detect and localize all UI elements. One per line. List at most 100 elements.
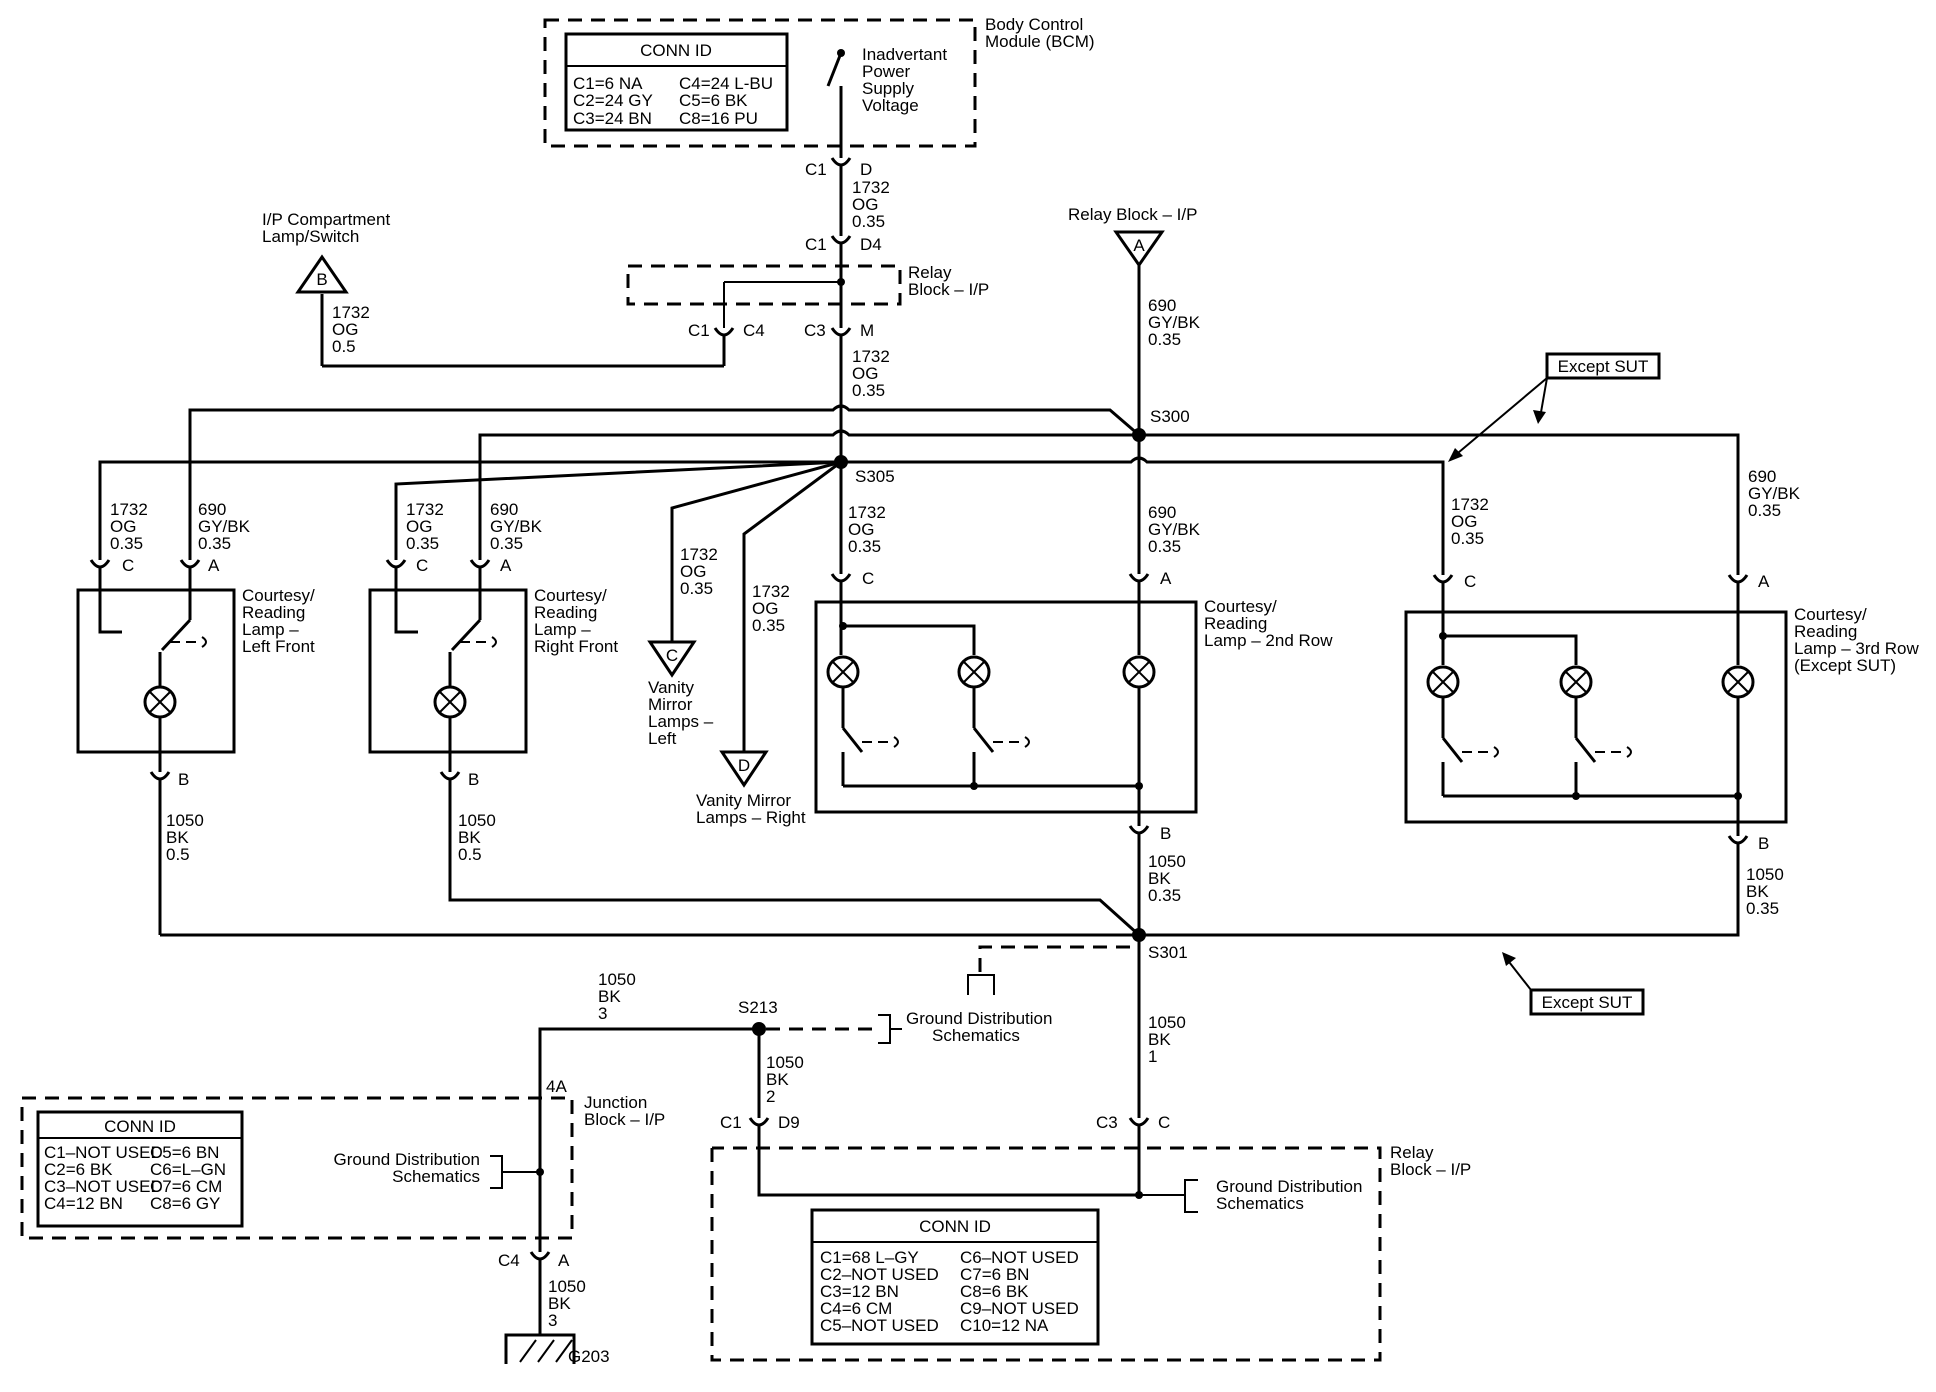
gd1-line2: Schematics <box>932 1026 1020 1045</box>
ip-comp-line2: Lamp/Switch <box>262 227 359 246</box>
rf-a-color: GY/BK <box>490 517 543 536</box>
jb-c4: C4=12 BN <box>44 1194 123 1213</box>
r3-b-size: 0.35 <box>1746 899 1779 918</box>
rf-c-color: OG <box>406 517 432 536</box>
lf-pin-a: A <box>208 556 220 575</box>
bcm-conn-c4: C4=24 L-BU <box>679 74 773 93</box>
rf-name3: Lamp – <box>534 620 591 639</box>
rb-c2: C2–NOT USED <box>820 1265 939 1284</box>
vr-line1: Vanity Mirror <box>696 791 791 810</box>
jb-a-label: A <box>558 1251 570 1270</box>
jb-c1: C1–NOT USED <box>44 1143 163 1162</box>
vr-circuit: 1732 <box>752 582 790 601</box>
supply-label-1: Inadvertant <box>862 45 947 64</box>
rb-c3-label: C3 <box>1096 1113 1118 1132</box>
s213-left-size: 3 <box>598 1004 607 1023</box>
r3-name2: Reading <box>1794 622 1857 641</box>
rb-c8: C8=6 BK <box>960 1282 1029 1301</box>
vl-line3: Lamps – <box>648 712 714 731</box>
rf-b-size: 0.5 <box>458 845 482 864</box>
relay-top-line2: Block – I/P <box>908 280 989 299</box>
rf-c-size: 0.35 <box>406 534 439 553</box>
relay-block-top: Relay Block – I/P C1 C4 <box>320 263 989 368</box>
bcm-module: CONN ID C1=6 NA C4=24 L-BU C2=24 GY C5=6… <box>543 15 1095 158</box>
bcm-conn-c1-label: C1 <box>805 160 827 179</box>
lamp-2nd-row: 1732 OG 0.35 690 GY/BK 0.35 C A B <box>814 503 1333 1118</box>
s300-label: S300 <box>1150 407 1190 426</box>
feed2-size: 0.35 <box>852 381 885 400</box>
feed-circuit: 1732 <box>852 178 890 197</box>
relay-top-c1b-label: C1 <box>688 321 710 340</box>
jb-pin-4a: 4A <box>546 1077 567 1096</box>
relay-feed-circuit: 690 <box>1148 296 1176 315</box>
vl-line2: Mirror <box>648 695 693 714</box>
r3-c-circuit: 1732 <box>1451 495 1489 514</box>
lamp-left-front: 1732 OG 0.35 690 GY/BK 0.35 C A B Courte… <box>76 500 315 935</box>
r3-a-color: GY/BK <box>1748 484 1801 503</box>
r3-name3: Lamp – 3rd Row <box>1794 639 1919 658</box>
r2-a-color: GY/BK <box>1148 520 1201 539</box>
lf-b-color: BK <box>166 828 189 847</box>
rb-conn-title: CONN ID <box>919 1217 991 1236</box>
vl-circuit: 1732 <box>680 545 718 564</box>
s301-down-size: 1 <box>1148 1047 1157 1066</box>
offpage-b-letter: B <box>316 270 327 289</box>
bcm-conn-title: CONN ID <box>640 41 712 60</box>
vr-line2: Lamps – Right <box>696 808 806 827</box>
gd2-line2: Schematics <box>1216 1194 1304 1213</box>
rf-b-color: BK <box>458 828 481 847</box>
rf-name4: Right Front <box>534 637 618 656</box>
s301-down-color: BK <box>1148 1030 1171 1049</box>
r3-pin-b: B <box>1758 834 1769 853</box>
r2-name2: Reading <box>1204 614 1267 633</box>
except-sut-bottom-label: Except SUT <box>1542 993 1633 1012</box>
rb-c3: C3=12 BN <box>820 1282 899 1301</box>
bcm-pin-d-label: D <box>860 160 872 179</box>
lf-pin-b: B <box>178 770 189 789</box>
r2-pin-b: B <box>1160 824 1171 843</box>
r2-c-size: 0.35 <box>848 537 881 556</box>
vr-size: 0.35 <box>752 616 785 635</box>
rf-b-circuit: 1050 <box>458 811 496 830</box>
r3-c-color: OG <box>1451 512 1477 531</box>
relay-top-c3-label: C3 <box>804 321 826 340</box>
r2-b-size: 0.35 <box>1148 886 1181 905</box>
feed2-color: OG <box>852 364 878 383</box>
relay-top-d4-label: D4 <box>860 235 882 254</box>
rf-name1: Courtesy/ <box>534 586 607 605</box>
supply-label-4: Voltage <box>862 96 919 115</box>
rb-c10: C10=12 NA <box>960 1316 1049 1335</box>
relay-top-c1-label: C1 <box>805 235 827 254</box>
rb-c7: C7=6 BN <box>960 1265 1029 1284</box>
rb-c-label: C <box>1158 1113 1170 1132</box>
r3-name1: Courtesy/ <box>1794 605 1867 624</box>
rf-a-size: 0.35 <box>490 534 523 553</box>
offpage-a-letter: A <box>1133 236 1145 255</box>
jb-c5: C5=6 BN <box>150 1143 219 1162</box>
supply-label-2: Power <box>862 62 911 81</box>
bcm-title-line2: Module (BCM) <box>985 32 1095 51</box>
s305-label: S305 <box>855 467 895 486</box>
relay-ip-label: Relay Block – I/P <box>1068 205 1197 224</box>
gd3-line2: Schematics <box>392 1167 480 1186</box>
relay-feed-a: Relay Block – I/P A 690 GY/BK 0.35 <box>1068 205 1201 580</box>
r2-pin-c: C <box>862 569 874 588</box>
supply-label-3: Supply <box>862 79 914 98</box>
lf-pin-c: C <box>122 556 134 575</box>
rb-title-line1: Relay <box>1390 1143 1434 1162</box>
offpage-c-letter: C <box>666 646 678 665</box>
feed2-circuit: 1732 <box>852 347 890 366</box>
jb-c2: C2=6 BK <box>44 1160 113 1179</box>
jb-c4-label: C4 <box>498 1251 520 1270</box>
lf-name2: Reading <box>242 603 305 622</box>
r2-pin-a: A <box>1160 569 1172 588</box>
lf-name4: Left Front <box>242 637 315 656</box>
lf-name1: Courtesy/ <box>242 586 315 605</box>
rb-c4: C4=6 CM <box>820 1299 892 1318</box>
supply-switch-icon <box>826 49 845 158</box>
relay-feed-size: 0.35 <box>1148 330 1181 349</box>
rb-d9-label: D9 <box>778 1113 800 1132</box>
s213-down-size: 2 <box>766 1087 775 1106</box>
bcm-conn-c1: C1=6 NA <box>573 74 643 93</box>
r3-b-color: BK <box>1746 882 1769 901</box>
